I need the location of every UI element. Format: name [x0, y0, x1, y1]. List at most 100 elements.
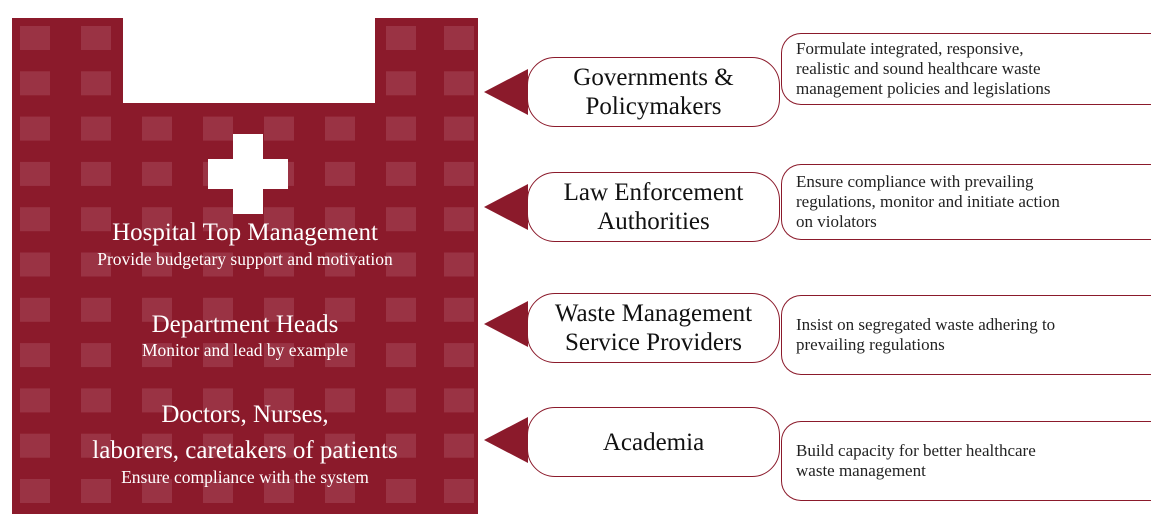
- window-tile: [81, 26, 111, 50]
- window-tile: [325, 297, 355, 322]
- window-tile: [203, 207, 233, 232]
- role-line: Formulate integrated, responsive,: [796, 39, 1024, 58]
- window-tile: [142, 388, 172, 413]
- window-tile: [142, 116, 172, 141]
- window-tile: [444, 116, 474, 141]
- window-tile: [386, 26, 416, 50]
- window-tile: [203, 116, 233, 141]
- role-line: waste management: [796, 461, 926, 480]
- window-tile: [142, 297, 172, 322]
- window-tile: [444, 161, 474, 186]
- window-tile: [386, 161, 416, 186]
- window-tile: [142, 161, 172, 186]
- window-tile: [20, 26, 50, 50]
- window-tile: [81, 297, 111, 322]
- role-line: on violators: [796, 212, 877, 231]
- window-tile: [444, 297, 474, 322]
- window-tile: [81, 252, 111, 277]
- window-tile: [444, 26, 474, 50]
- arrow-icon: [484, 184, 528, 230]
- role-law-enforcement: Ensure compliance with prevailing regula…: [781, 164, 1151, 240]
- medical-cross-icon: [208, 134, 288, 214]
- role-line: realistic and sound healthcare waste: [796, 59, 1041, 78]
- window-tile: [444, 71, 474, 96]
- window-tile: [142, 252, 172, 277]
- role-academia: Build capacity for better healthcare was…: [781, 421, 1151, 501]
- window-tile: [81, 161, 111, 186]
- window-tile: [264, 479, 294, 503]
- window-tile: [81, 207, 111, 232]
- window-tile: [81, 433, 111, 458]
- window-tile: [203, 297, 233, 322]
- window-tile: [444, 433, 474, 458]
- window-tile: [20, 388, 50, 413]
- window-tile: [203, 388, 233, 413]
- window-tile: [386, 207, 416, 232]
- window-tile: [20, 71, 50, 96]
- window-tile: [203, 479, 233, 503]
- window-tile: [142, 479, 172, 503]
- window-tile: [444, 479, 474, 503]
- window-tile: [264, 343, 294, 368]
- stakeholder-academia: Academia: [527, 407, 780, 477]
- window-tile: [264, 207, 294, 232]
- hospital-building: [12, 18, 478, 514]
- level-role-top-management: Provide budgetary support and motivation: [97, 249, 393, 269]
- role-governments: Formulate integrated, responsive, realis…: [781, 33, 1151, 105]
- stakeholder-law-enforcement: Law Enforcement Authorities: [527, 172, 780, 242]
- window-tile: [386, 116, 416, 141]
- level-role-department-heads: Monitor and lead by example: [141, 340, 349, 360]
- window-tile: [325, 433, 355, 458]
- window-tile: [20, 252, 50, 277]
- window-tile: [81, 343, 111, 368]
- window-tile: [444, 252, 474, 277]
- window-tile: [81, 479, 111, 503]
- role-waste-management: Insist on segregated waste adhering to p…: [781, 295, 1151, 375]
- stakeholder-name-line2: Service Providers: [564, 329, 743, 356]
- role-line: regulations, monitor and initiate action: [796, 192, 1060, 211]
- window-tile: [386, 388, 416, 413]
- level-title-staff-line2: laborers, caretakers of patients: [92, 437, 398, 464]
- window-tile: [325, 207, 355, 232]
- arrow-icon: [484, 301, 528, 347]
- window-tile: [81, 388, 111, 413]
- role-line: Build capacity for better healthcare: [796, 441, 1036, 460]
- stakeholder-name-line1: Governments &: [573, 64, 734, 91]
- arrow-icon: [484, 69, 528, 115]
- window-tile: [386, 297, 416, 322]
- window-tile: [20, 161, 50, 186]
- window-tile: [142, 343, 172, 368]
- window-tile: [20, 297, 50, 322]
- window-tile: [264, 116, 294, 141]
- window-tile: [444, 388, 474, 413]
- window-tile: [386, 343, 416, 368]
- window-tile: [325, 343, 355, 368]
- window-tile: [264, 388, 294, 413]
- role-line: Ensure compliance with prevailing: [796, 172, 1034, 191]
- window-tile: [325, 479, 355, 503]
- level-title-department-heads: Department Heads: [151, 311, 339, 338]
- stakeholder-name-line2: Authorities: [597, 208, 710, 235]
- window-tile: [20, 343, 50, 368]
- window-tile: [142, 433, 172, 458]
- window-tile: [325, 388, 355, 413]
- role-line: Insist on segregated waste adhering to: [796, 315, 1056, 334]
- level-role-staff: Ensure compliance with the system: [121, 467, 369, 487]
- stakeholder-name-line1: Academia: [602, 428, 705, 456]
- window-tile: [20, 479, 50, 503]
- stakeholder-waste-management: Waste Management Service Providers: [527, 293, 780, 363]
- window-tile: [203, 343, 233, 368]
- stakeholder-name-line2: Policymakers: [585, 93, 722, 120]
- window-mask: [123, 18, 375, 103]
- window-tile: [20, 116, 50, 141]
- window-tile: [325, 116, 355, 141]
- window-tile: [325, 161, 355, 186]
- stakeholder-governments: Governments & Policymakers: [527, 57, 780, 127]
- window-tile: [386, 71, 416, 96]
- arrow-icon: [484, 417, 528, 463]
- window-tile: [81, 71, 111, 96]
- window-tile: [203, 433, 233, 458]
- window-tile: [264, 433, 294, 458]
- window-tile: [386, 433, 416, 458]
- level-title-staff-line1: Doctors, Nurses,: [161, 401, 329, 428]
